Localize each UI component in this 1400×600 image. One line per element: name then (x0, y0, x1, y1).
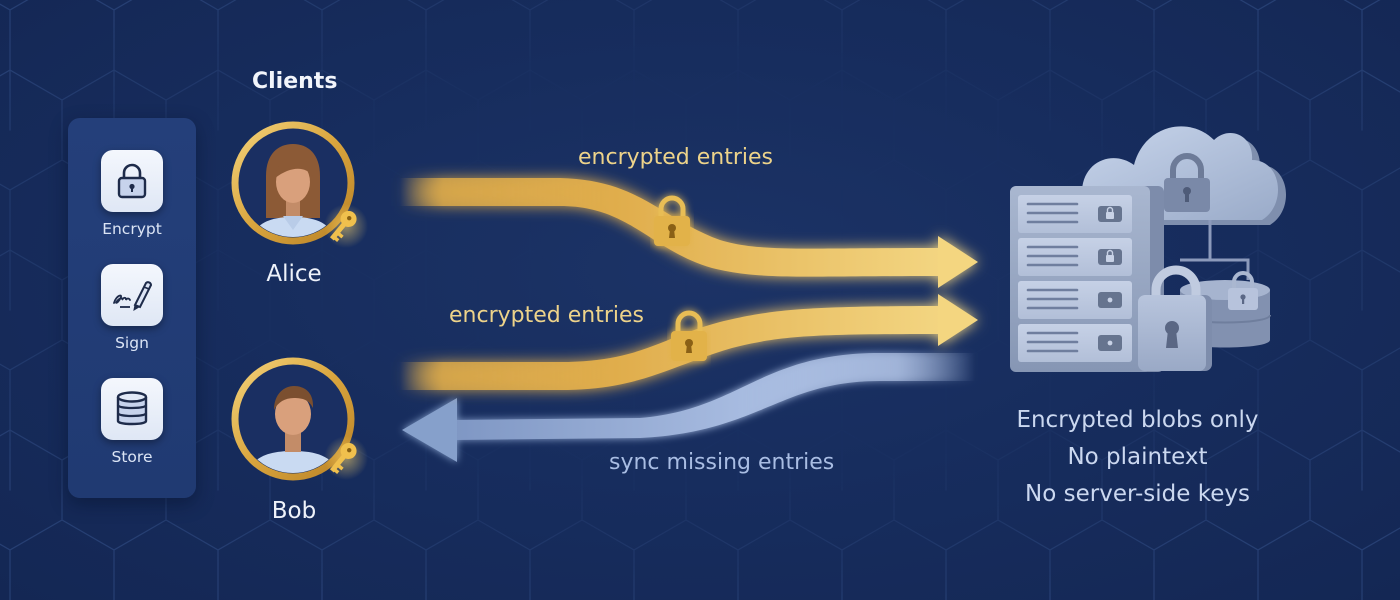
tool-label: Encrypt (102, 220, 162, 238)
server-drawers (1018, 195, 1132, 362)
tool-sign[interactable]: Sign (101, 264, 163, 352)
lock-icon (1228, 271, 1258, 310)
female-user-avatar-icon (231, 121, 368, 248)
lock-icon (117, 163, 147, 199)
clients-heading: Clients (252, 69, 338, 94)
cloud-server-storage-icon[interactable] (990, 100, 1310, 390)
bob-avatar[interactable] (228, 354, 368, 484)
alice-name: Alice (266, 261, 322, 287)
signature-pen-icon (113, 281, 153, 312)
bob-flow-label: encrypted entries (449, 303, 644, 328)
lock-icon (1138, 265, 1212, 371)
tool-label: Store (111, 448, 153, 466)
tool-label: Sign (115, 334, 149, 352)
tool-encrypt[interactable]: Encrypt (101, 150, 163, 238)
server-properties: Encrypted blobs only No plaintext No ser… (995, 402, 1280, 513)
male-user-avatar-icon (231, 357, 368, 481)
database-icon (116, 391, 148, 426)
bob-name: Bob (271, 498, 317, 524)
server-note: Encrypted blobs only (1016, 407, 1259, 433)
sync-flow-label: sync missing entries (609, 450, 835, 475)
key-icon (329, 210, 357, 242)
sign-tile[interactable] (101, 264, 163, 326)
tool-store[interactable]: Store (101, 378, 163, 466)
encrypt-tile[interactable] (101, 150, 163, 212)
sync-arrow (402, 353, 975, 462)
server-note: No plaintext (1067, 444, 1208, 470)
server-note: No server-side keys (1025, 481, 1250, 507)
store-tile[interactable] (101, 378, 163, 440)
key-icon (329, 442, 357, 474)
bob-upload-arrow (400, 294, 978, 390)
lock-icon (654, 195, 690, 246)
lock-icon (671, 310, 707, 361)
lock-icon (1164, 153, 1210, 212)
alice-avatar[interactable] (228, 118, 368, 248)
alice-flow-label: encrypted entries (578, 145, 773, 170)
operations-panel: Encrypt Sign Store (68, 118, 196, 498)
